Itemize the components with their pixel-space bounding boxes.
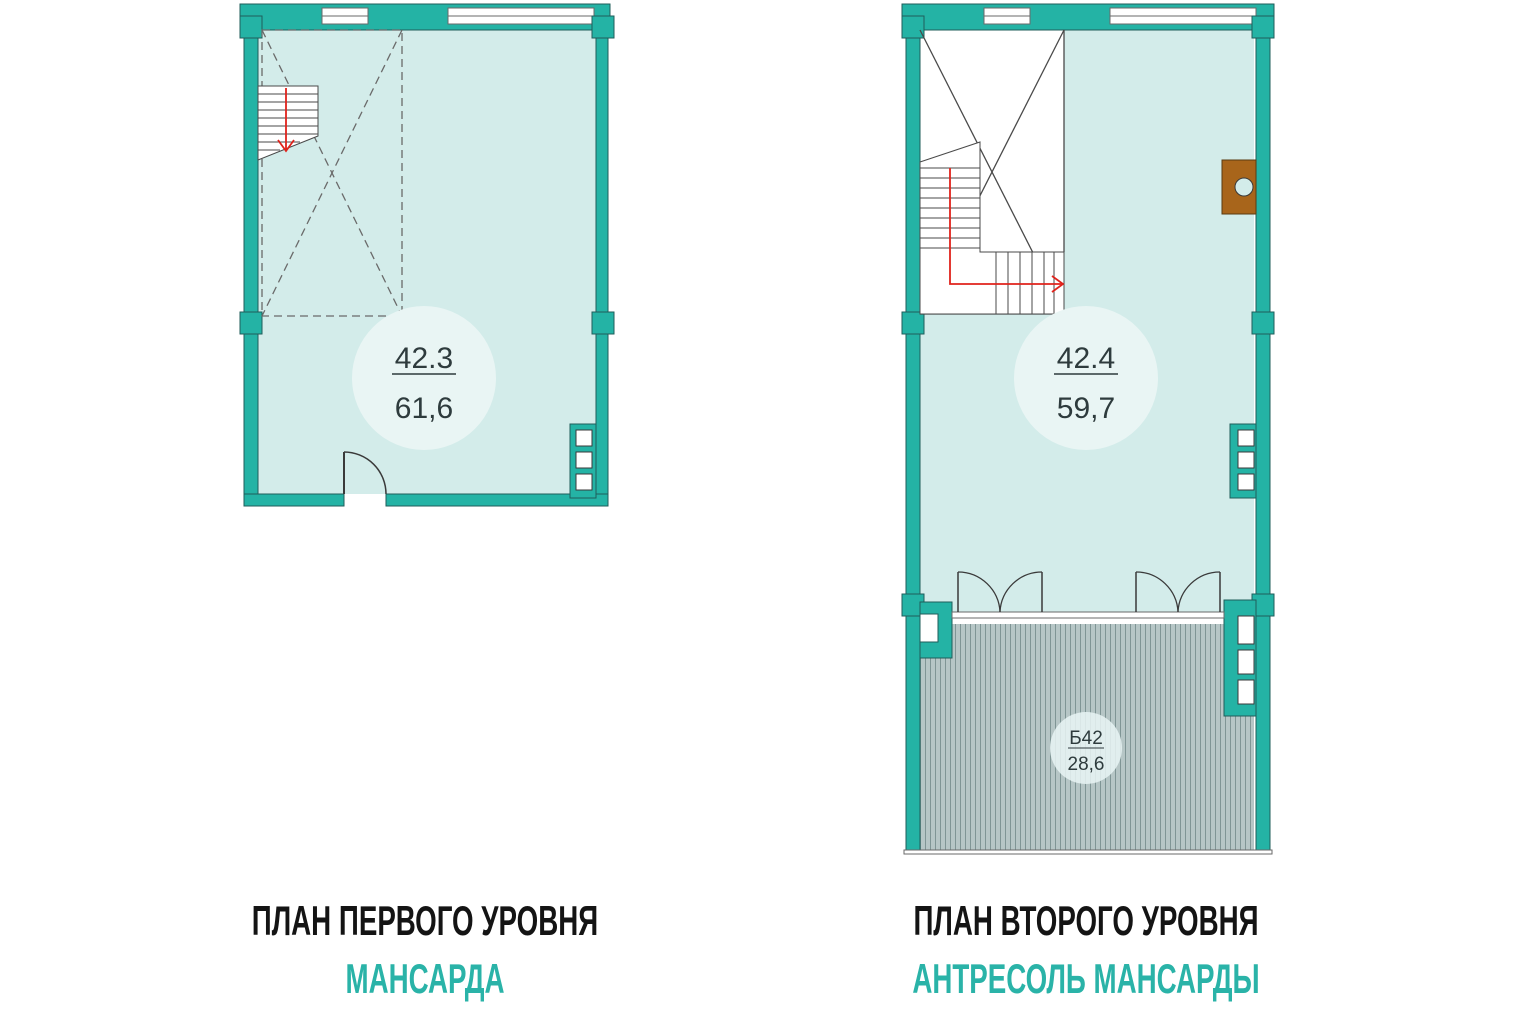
right-wall: [595, 25, 609, 507]
column: [239, 311, 263, 335]
area-badge-42-3: 42.3 61,6: [352, 306, 496, 450]
column: [901, 15, 925, 39]
left-wall: [905, 25, 921, 853]
plan-second-level: 42.4 59,7 Б42 28,6: [901, 3, 1275, 855]
unit-area: 59,7: [1057, 392, 1115, 425]
column: [1251, 15, 1275, 39]
stair-arrow: [949, 168, 1062, 285]
unit-number: 42.3: [395, 342, 453, 375]
staircase: [257, 85, 319, 161]
area-badge-42-4: 42.4 59,7: [1014, 306, 1158, 450]
staircase: [919, 141, 1065, 315]
caption-title: ПЛАН ПЕРВОГО УРОВНЯ: [251, 897, 599, 944]
entrance-door: [343, 451, 387, 495]
caption-subtitle: МАНСАРДА: [345, 955, 505, 1002]
bottom-wall-left: [243, 493, 345, 507]
column: [591, 311, 615, 335]
caption-second-level: ПЛАН ВТОРОГО УРОВНЯ АНТРЕСОЛЬ МАНСАРДЫ: [806, 900, 1366, 1000]
balcony-rail: [903, 849, 1273, 855]
left-wall: [243, 25, 259, 507]
mezzanine-projection: [261, 29, 403, 317]
column: [239, 15, 263, 39]
unit-area: 61,6: [395, 392, 453, 425]
balcony-number: Б42: [1069, 728, 1103, 749]
caption-subtitle: АНТРЕСОЛЬ МАНСАРДЫ: [912, 955, 1260, 1002]
balcony-area: 28,6: [1068, 754, 1105, 775]
radiator: [569, 423, 597, 499]
caption-title: ПЛАН ВТОРОГО УРОВНЯ: [913, 897, 1259, 944]
radiator: [1229, 423, 1257, 499]
bottom-wall-right: [385, 493, 609, 507]
column: [901, 311, 925, 335]
area-badge-balcony: Б42 28,6: [1050, 712, 1122, 784]
column: [1251, 311, 1275, 335]
radiator: [1237, 615, 1255, 705]
column: [591, 15, 615, 39]
caption-first-level: ПЛАН ПЕРВОГО УРОВНЯ МАНСАРДА: [145, 900, 705, 1000]
chimney: [1221, 159, 1257, 215]
balcony-doors: [951, 571, 1225, 619]
unit-number: 42.4: [1057, 342, 1115, 375]
plan-first-level: 42.3 61,6: [239, 3, 615, 507]
right-wall: [1255, 25, 1271, 853]
